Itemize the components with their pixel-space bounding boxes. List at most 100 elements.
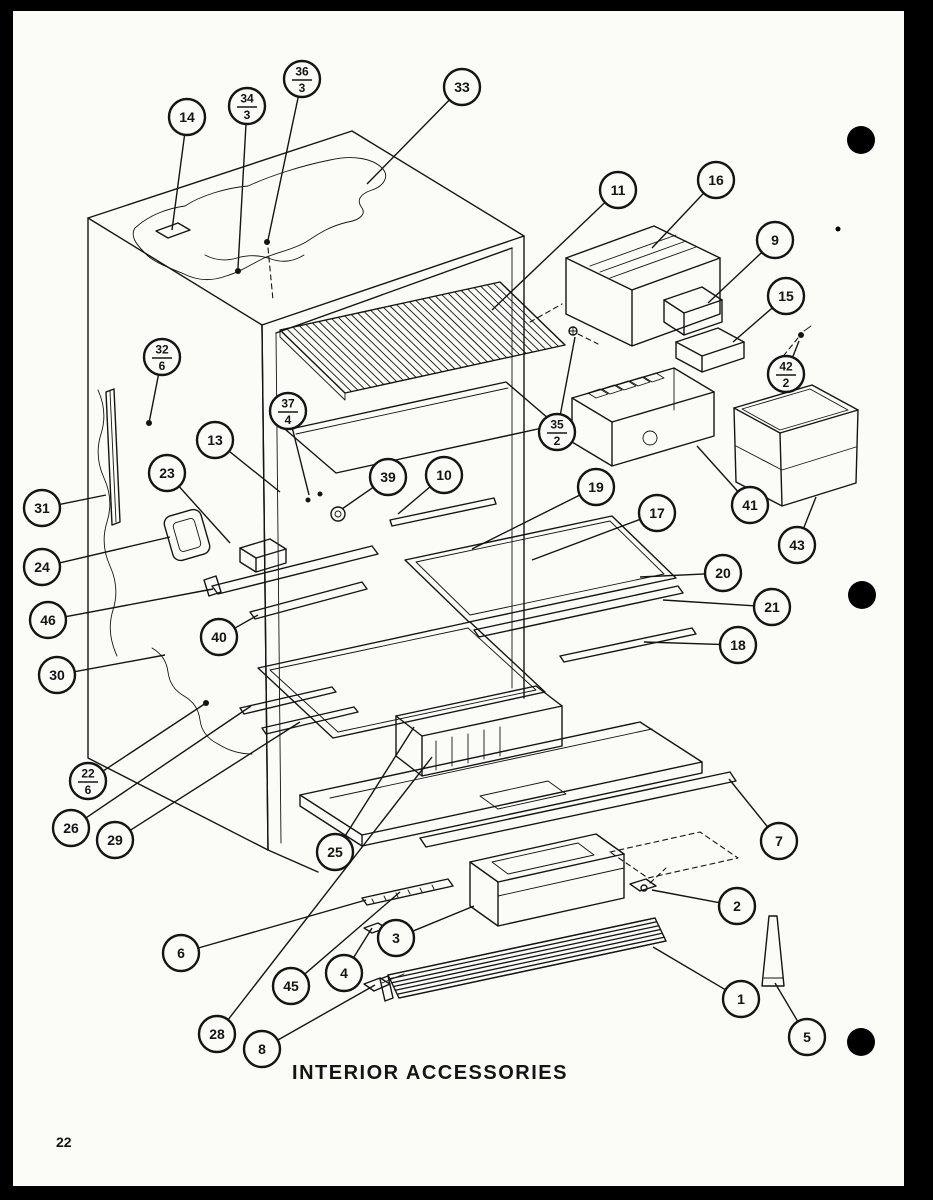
utility-drawer	[469, 833, 625, 927]
svg-text:37: 37	[281, 397, 295, 411]
trim-rail	[419, 771, 739, 879]
leader-line-15	[732, 307, 773, 343]
svg-text:22: 22	[81, 767, 95, 781]
leader-line-18	[643, 641, 721, 646]
leader-line-36	[267, 96, 299, 241]
leader-line-29	[129, 721, 301, 831]
leader-line-3	[412, 905, 475, 932]
svg-text:31: 31	[34, 500, 50, 516]
freezer-package	[529, 225, 721, 347]
leader-line-41	[696, 445, 739, 493]
svg-text:5: 5	[803, 1029, 811, 1045]
svg-text:4: 4	[340, 965, 348, 981]
leader-line-16	[651, 192, 705, 249]
leader-line-28	[227, 756, 433, 1021]
callout-balloon-17: 17	[637, 493, 677, 533]
callout-balloon-8: 8	[242, 1029, 282, 1069]
callout-balloon-5: 5	[787, 1017, 827, 1057]
svg-text:4: 4	[285, 413, 292, 427]
callout-balloon-22-qty-6: 226	[68, 761, 108, 801]
leader-line-8	[277, 984, 376, 1041]
leader-line-39	[341, 486, 374, 510]
callout-balloon-31: 31	[22, 488, 62, 528]
leader-line-34	[237, 123, 247, 269]
callout-balloon-35-qty-2: 352	[537, 412, 577, 452]
svg-text:14: 14	[179, 109, 195, 125]
grille-rib-lines	[387, 917, 667, 999]
svg-text:3: 3	[244, 108, 251, 122]
svg-text:39: 39	[380, 469, 396, 485]
svg-text:16: 16	[708, 172, 724, 188]
svg-text:2: 2	[733, 898, 741, 914]
shelf-rails	[203, 545, 379, 620]
svg-text:33: 33	[454, 79, 470, 95]
ice-service-parts	[568, 286, 745, 373]
callout-balloon-42-qty-2: 422	[766, 354, 806, 394]
callout-balloon-36-qty-3: 363	[282, 59, 322, 99]
leader-line-11	[491, 201, 606, 311]
svg-text:3: 3	[299, 81, 306, 95]
leader-line-37	[291, 428, 310, 496]
svg-text:9: 9	[771, 232, 779, 248]
leader-line-14	[171, 134, 186, 231]
callout-balloon-23: 23	[147, 453, 187, 493]
callout-balloon-19: 19	[576, 467, 616, 507]
refrigerator-line-art	[87, 130, 859, 1002]
leader-line-6	[198, 899, 367, 949]
svg-text:42: 42	[779, 360, 793, 374]
leader-line-21	[662, 599, 755, 607]
svg-text:2: 2	[783, 376, 790, 390]
svg-text:1: 1	[737, 991, 745, 1007]
leader-line-45	[304, 891, 401, 975]
svg-text:24: 24	[34, 559, 50, 575]
callout-balloon-3: 3	[376, 918, 416, 958]
svg-text:28: 28	[209, 1026, 225, 1042]
callout-balloon-29: 29	[95, 820, 135, 860]
page-number: 22	[56, 1134, 72, 1150]
callout-balloon-24: 24	[22, 547, 62, 587]
leader-line-32	[148, 374, 160, 424]
callout-balloon-40: 40	[199, 617, 239, 657]
callout-balloon-43: 43	[777, 525, 817, 565]
leader-line-1	[652, 946, 726, 991]
callout-balloon-9: 9	[755, 220, 795, 260]
svg-text:18: 18	[730, 637, 746, 653]
svg-text:17: 17	[649, 505, 665, 521]
ice-maker-screws	[779, 325, 812, 361]
leader-line-46	[65, 588, 214, 618]
shelf-frame	[285, 381, 557, 474]
wire-shelf	[279, 281, 566, 401]
svg-text:11: 11	[611, 182, 626, 198]
callout-balloon-13: 13	[195, 420, 235, 460]
svg-text:13: 13	[207, 432, 223, 448]
svg-text:46: 46	[40, 612, 56, 628]
ink-speck	[835, 226, 841, 232]
svg-text:21: 21	[764, 599, 780, 615]
callout-balloon-1: 1	[721, 979, 761, 1019]
leader-line-20	[639, 573, 706, 578]
svg-text:2: 2	[554, 434, 561, 448]
leader-line-30	[74, 654, 166, 673]
callout-balloon-33: 33	[442, 67, 482, 107]
svg-text:25: 25	[327, 844, 343, 860]
callout-balloon-30: 30	[37, 655, 77, 695]
callout-balloon-37-qty-4: 374	[268, 391, 308, 431]
leader-line-25	[344, 726, 415, 838]
svg-text:6: 6	[159, 359, 166, 373]
svg-text:6: 6	[85, 783, 92, 797]
leader-line-13	[228, 450, 281, 493]
leader-line-4	[352, 927, 373, 959]
callout-balloon-34-qty-3: 343	[227, 86, 267, 126]
svg-text:15: 15	[778, 288, 794, 304]
leader-line-26	[85, 705, 252, 819]
svg-text:19: 19	[588, 479, 604, 495]
svg-text:20: 20	[715, 565, 731, 581]
svg-text:41: 41	[742, 497, 758, 513]
shelf-rod-and-roller	[305, 491, 497, 527]
callout-balloon-46: 46	[28, 600, 68, 640]
ice-maker	[571, 367, 715, 467]
leader-line-42	[791, 340, 800, 358]
